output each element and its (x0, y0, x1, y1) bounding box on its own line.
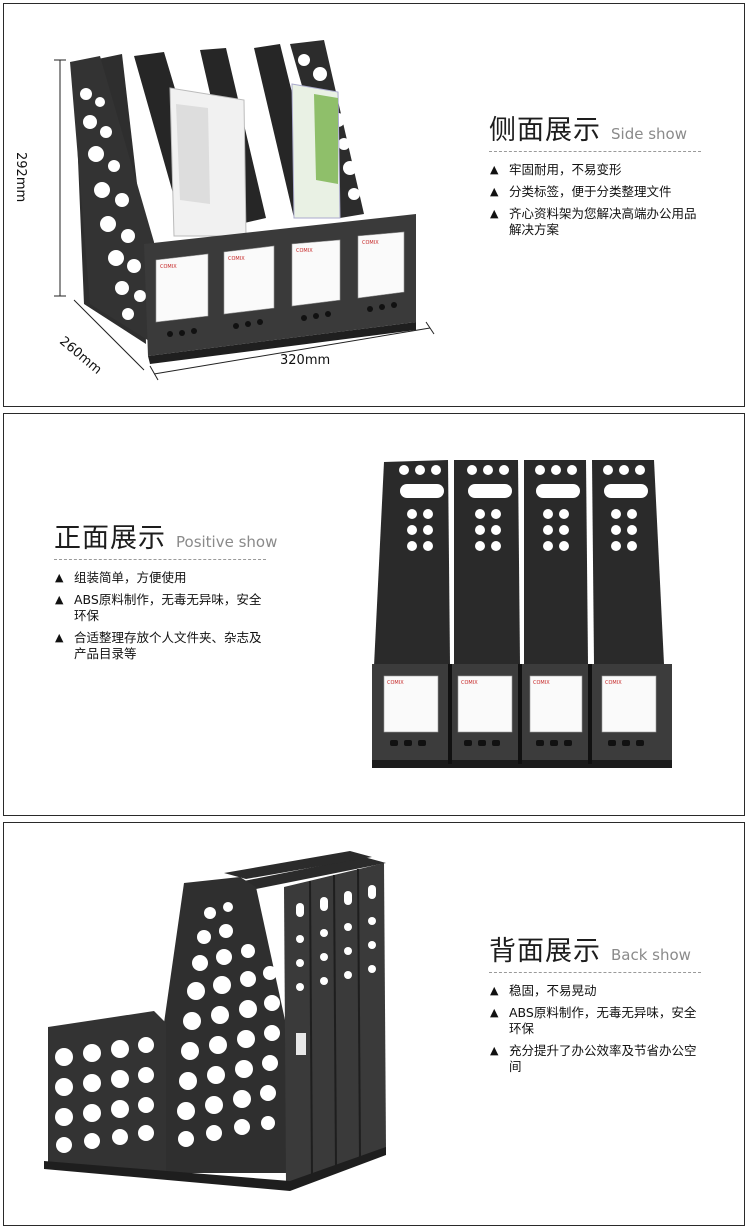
svg-text:COMIX: COMIX (605, 680, 622, 686)
feature-item: ▲ 牢固耐用，不易变形 (489, 162, 704, 178)
title-english: Back show (611, 946, 691, 964)
feature-item: ▲ ABS原料制作，无毒无异味，安全环保 (54, 592, 269, 624)
title-english: Positive show (176, 533, 278, 551)
feature-item: ▲ 齐心资料架为您解决高端办公用品解决方案 (489, 206, 704, 238)
back-view-photo (44, 851, 386, 1191)
svg-text:COMIX: COMIX (160, 264, 177, 270)
side-show-info: 侧面展示 Side show ▲ 牢固耐用，不易变形 ▲ 分类标签，便于分类整理文件… (489, 108, 704, 244)
feature-text: ABS原料制作，无毒无异味，安全环保 (74, 592, 262, 623)
title-chinese: 背面展示 (489, 936, 601, 967)
side-view-photo: COMIX COMIX COMIX COMIX (54, 40, 435, 381)
feature-item: ▲ ABS原料制作，无毒无异味，安全环保 (489, 1005, 704, 1037)
feature-text: ABS原料制作，无毒无异味，安全环保 (509, 1005, 697, 1036)
feature-text: 充分提升了办公效率及节省办公空间 (509, 1043, 697, 1074)
feature-list: ▲ 组装简单，方便使用 ▲ ABS原料制作，无毒无异味，安全环保 ▲ 合适整理存放个人… (54, 570, 269, 662)
svg-text:COMIX: COMIX (362, 240, 379, 246)
svg-text:COMIX: COMIX (387, 680, 404, 686)
section-title: 正面展示 Positive show (54, 516, 277, 555)
feature-item: ▲ 组装简单，方便使用 (54, 570, 269, 586)
triangle-up-icon: ▲ (490, 1006, 499, 1019)
dashed-divider (489, 972, 701, 973)
triangle-up-icon: ▲ (55, 631, 64, 644)
back-show-panel: 背面展示 Back show ▲ 稳固，不易晃动 ▲ ABS原料制作，无毒无异味，安… (3, 822, 745, 1226)
back-show-info: 背面展示 Back show ▲ 稳固，不易晃动 ▲ ABS原料制作，无毒无异味，安… (489, 929, 704, 1081)
height-dimension: 292mm (13, 152, 28, 203)
dashed-divider (54, 559, 266, 560)
front-view-photo: COMIX COMIX COMIX COMIX (372, 460, 672, 768)
feature-text: 齐心资料架为您解决高端办公用品解决方案 (509, 206, 697, 237)
feature-item: ▲ 合适整理存放个人文件夹、杂志及产品目录等 (54, 630, 269, 662)
triangle-up-icon: ▲ (490, 1044, 499, 1057)
feature-text: 稳固，不易晃动 (509, 983, 597, 998)
width-dimension: 320mm (280, 353, 331, 368)
feature-text: 分类标签，便于分类整理文件 (509, 184, 672, 199)
triangle-up-icon: ▲ (490, 163, 499, 176)
section-title: 背面展示 Back show (489, 929, 704, 968)
dashed-divider (489, 151, 701, 152)
triangle-up-icon: ▲ (55, 571, 64, 584)
feature-item: ▲ 稳固，不易晃动 (489, 983, 704, 999)
feature-text: 合适整理存放个人文件夹、杂志及产品目录等 (74, 630, 262, 661)
feature-list: ▲ 牢固耐用，不易变形 ▲ 分类标签，便于分类整理文件 ▲ 齐心资料架为您解决高端办公… (489, 162, 704, 238)
positive-show-panel: 正面展示 Positive show ▲ 组装简单，方便使用 ▲ ABS原料制作，无… (3, 413, 745, 816)
triangle-up-icon: ▲ (490, 984, 499, 997)
feature-text: 组装简单，方便使用 (74, 570, 187, 585)
feature-item: ▲ 分类标签，便于分类整理文件 (489, 184, 704, 200)
triangle-up-icon: ▲ (490, 207, 499, 220)
triangle-up-icon: ▲ (490, 185, 499, 198)
title-chinese: 正面展示 (54, 523, 166, 554)
title-chinese: 侧面展示 (489, 115, 601, 146)
feature-list: ▲ 稳固，不易晃动 ▲ ABS原料制作，无毒无异味，安全环保 ▲ 充分提升了办公效率及… (489, 983, 704, 1075)
triangle-up-icon: ▲ (55, 593, 64, 606)
svg-text:COMIX: COMIX (461, 680, 478, 686)
feature-item: ▲ 充分提升了办公效率及节省办公空间 (489, 1043, 704, 1075)
feature-text: 牢固耐用，不易变形 (509, 162, 622, 177)
svg-text:COMIX: COMIX (296, 248, 313, 254)
section-title: 侧面展示 Side show (489, 108, 704, 147)
positive-show-info: 正面展示 Positive show ▲ 组装简单，方便使用 ▲ ABS原料制作，无… (54, 516, 277, 668)
svg-text:COMIX: COMIX (533, 680, 550, 686)
title-english: Side show (611, 125, 687, 143)
svg-text:COMIX: COMIX (228, 256, 245, 262)
